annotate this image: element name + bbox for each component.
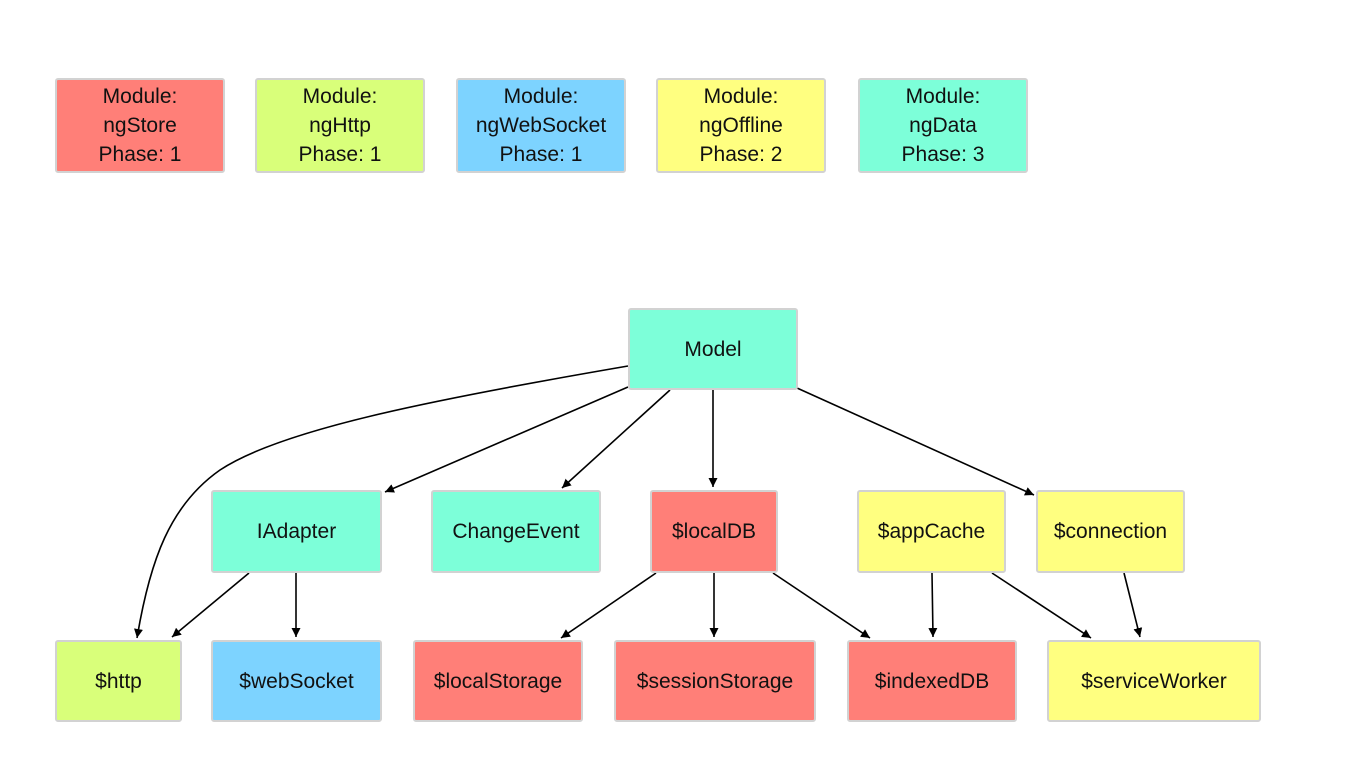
node-localstorage: $localStorage <box>413 640 583 722</box>
legend-module-ngoffline: Module: ngOffline Phase: 2 <box>656 78 826 173</box>
legend-module-label: Module: <box>302 85 378 108</box>
edge-model-iadapter <box>384 386 629 493</box>
node-label: Model <box>684 337 742 361</box>
legend-module-phase: Phase: 3 <box>901 143 985 166</box>
legend-module-ngdata: Module: ngData Phase: 3 <box>858 78 1028 173</box>
legend-module-label: Module: <box>703 85 779 108</box>
node-connection: $connection <box>1036 490 1185 573</box>
legend-module-phase: Phase: 1 <box>499 143 583 166</box>
legend-module-phase: Phase: 1 <box>298 143 382 166</box>
node-label: $indexedDB <box>874 669 990 693</box>
legend-module-name: ngData <box>909 114 977 137</box>
legend-module-name: ngHttp <box>309 114 371 137</box>
edge-appcache-serviceworker <box>991 572 1092 639</box>
node-localdb: $localDB <box>650 490 778 573</box>
node-appcache: $appCache <box>857 490 1006 573</box>
node-label: $http <box>95 669 142 693</box>
node-indexeddb: $indexedDB <box>847 640 1017 722</box>
edge-model-changeevent <box>561 389 671 489</box>
node-iadapter: IAdapter <box>211 490 382 573</box>
node-label: ChangeEvent <box>452 520 580 543</box>
node-changeevent: ChangeEvent <box>431 490 601 573</box>
node-label: $connection <box>1053 520 1168 543</box>
edge-connection-serviceworker <box>1123 572 1143 638</box>
node-label: $sessionStorage <box>636 669 794 693</box>
legend-module-ngstore: Module: ngStore Phase: 1 <box>55 78 225 173</box>
edge-iadapter-http <box>171 572 250 638</box>
node-label: $localStorage <box>433 669 563 693</box>
edge-localdb-indexeddb <box>772 572 871 639</box>
edge-model-http <box>134 365 629 639</box>
node-serviceworker: $serviceWorker <box>1047 640 1261 722</box>
node-label: $localDB <box>671 520 757 543</box>
node-label: $serviceWorker <box>1081 669 1227 693</box>
legend-module-label: Module: <box>905 85 981 108</box>
legend-module-nghttp: Module: ngHttp Phase: 1 <box>255 78 425 173</box>
node-model: Model <box>628 308 798 390</box>
edge-localdb-localstorage <box>560 572 657 639</box>
legend-module-phase: Phase: 1 <box>98 143 182 166</box>
legend-module-name: ngWebSocket <box>475 114 607 137</box>
legend-module-ngwebsocket: Module: ngWebSocket Phase: 1 <box>456 78 626 173</box>
legend-module-label: Module: <box>503 85 579 108</box>
node-sessionstorage: $sessionStorage <box>614 640 816 722</box>
legend-module-phase: Phase: 2 <box>699 143 783 166</box>
node-label: IAdapter <box>256 520 337 543</box>
node-websocket: $webSocket <box>211 640 382 722</box>
edge-model-connection <box>796 387 1035 496</box>
edge-appcache-indexeddb <box>928 572 938 638</box>
legend-module-label: Module: <box>102 85 178 108</box>
node-label: $webSocket <box>239 669 354 693</box>
node-http: $http <box>55 640 182 722</box>
node-label: $appCache <box>877 520 986 543</box>
legend-module-name: ngStore <box>103 114 177 137</box>
legend-module-name: ngOffline <box>699 114 783 137</box>
